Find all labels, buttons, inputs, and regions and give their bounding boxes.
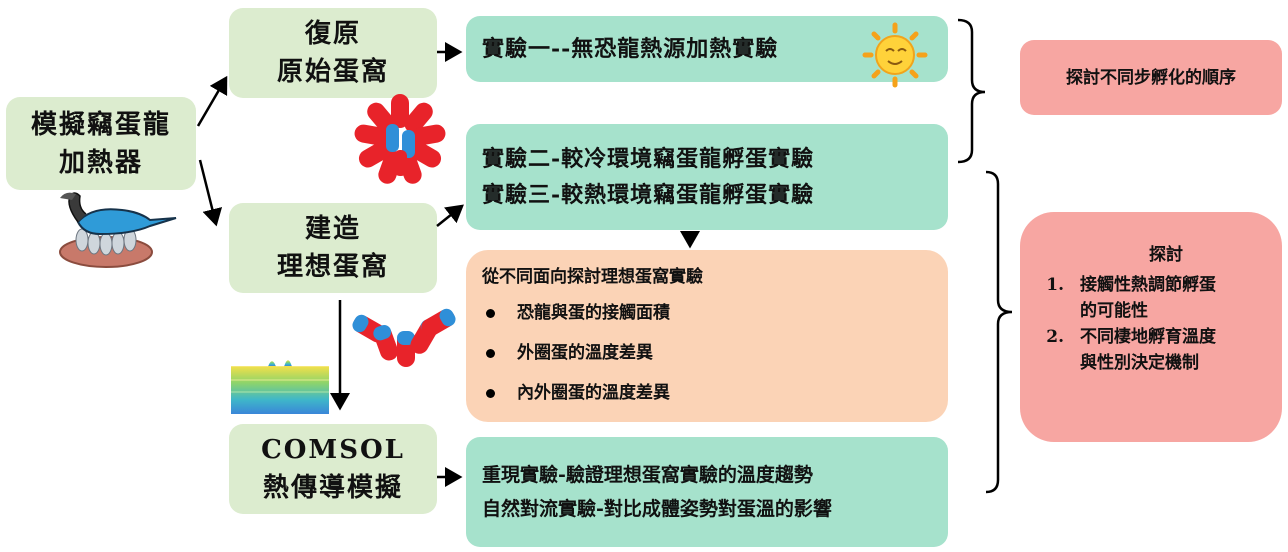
restore-line1: 復原: [304, 19, 361, 49]
build-nest-node: 建造 理想蛋窩: [229, 203, 437, 293]
bullet-item: 內外圈蛋的溫度差異: [486, 380, 948, 406]
bracket-top: [957, 18, 986, 164]
arrow-heater-to-build: [198, 159, 223, 227]
bullet-dot: [486, 308, 495, 318]
reproduce-box: 重現實驗-驗證理想蛋窩實驗的溫度趨勢 自然對流實驗-對比成體姿勢對蛋溫的影響: [466, 437, 948, 547]
convection-text: 自然對流實驗-對比成體姿勢對蛋溫的影響: [482, 498, 832, 520]
restore-nest-node: 復原 原始蛋窩: [229, 8, 437, 98]
experiment-3-text: 實驗三-較熱環境竊蛋龍孵蛋實驗: [482, 182, 815, 208]
discuss-num: 1.: [1046, 275, 1064, 295]
build-line2: 理想蛋窩: [276, 252, 389, 282]
experiment-2-3-box: 實驗二-較冷環境竊蛋龍孵蛋實驗 實驗三-較熱環境竊蛋龍孵蛋實驗: [466, 124, 948, 230]
bullet-item: 外圈蛋的溫度差異: [486, 340, 948, 366]
restore-line2: 原始蛋窩: [276, 57, 389, 87]
comsol-line2: 熱傳導模擬: [262, 473, 403, 503]
order-text: 探討不同步孵化的順序: [1066, 67, 1236, 88]
bullet-dot: [486, 388, 495, 398]
order-box: 探討不同步孵化的順序: [1020, 40, 1282, 115]
arrow-build-to-exp23: [436, 204, 464, 227]
dinosaur-nest-icon: [59, 192, 177, 268]
build-line1: 建造: [304, 214, 361, 244]
sun-icon: [862, 22, 928, 88]
ideal-nest-title: 從不同面向探討理想蛋窩實驗: [482, 267, 703, 287]
ideal-nest-box: 從不同面向探討理想蛋窩實驗 恐龍與蛋的接觸面積 外圈蛋的溫度差異 內外圈蛋的溫度…: [466, 250, 948, 422]
reproduce-text: 重現實驗-驗證理想蛋窩實驗的溫度趨勢: [482, 464, 813, 486]
discuss-num: 2.: [1046, 327, 1064, 347]
experiment-1-box: 實驗一--無恐龍熱源加熱實驗: [466, 16, 948, 82]
discuss-item: 2. 不同棲地孵育溫度與性別決定機制: [1020, 324, 1282, 376]
arrow-heater-to-restore: [196, 75, 228, 127]
bullet-dot: [486, 348, 495, 358]
egg-ring-icon: [354, 94, 446, 184]
discuss-line: 與性別決定機制: [1080, 353, 1199, 373]
bullet-text: 恐龍與蛋的接觸面積: [517, 303, 670, 323]
bullet-text: 外圈蛋的溫度差異: [517, 343, 653, 363]
heater-node: 模擬竊蛋龍 加熱器: [6, 97, 196, 190]
comsol-node: COMSOL 熱傳導模擬: [229, 424, 437, 514]
heater-line2: 加熱器: [58, 147, 143, 178]
discuss-item: 1. 接觸性熱調節孵蛋的可能性: [1020, 272, 1282, 324]
egg-arc-icon: [352, 308, 456, 367]
discuss-box: 探討 1. 接觸性熱調節孵蛋的可能性 2. 不同棲地孵育溫度與性別決定機制: [1020, 212, 1282, 442]
comsol-line1: COMSOL: [261, 435, 405, 465]
bullet-text: 內外圈蛋的溫度差異: [517, 383, 670, 403]
discuss-line: 的可能性: [1080, 301, 1148, 321]
bracket-bottom: [985, 170, 1013, 494]
discuss-line: 接觸性熱調節孵蛋: [1080, 275, 1216, 295]
heater-line1: 模擬竊蛋龍: [30, 109, 171, 140]
discuss-line: 不同棲地孵育溫度: [1080, 327, 1216, 347]
discuss-title: 探討: [1149, 245, 1183, 265]
bullet-item: 恐龍與蛋的接觸面積: [486, 300, 948, 326]
heatmap-thumbnail-icon: [231, 359, 329, 414]
experiment-2-text: 實驗二-較冷環境竊蛋龍孵蛋實驗: [482, 146, 815, 172]
experiment-1-text: 實驗一--無恐龍熱源加熱實驗: [482, 36, 779, 62]
